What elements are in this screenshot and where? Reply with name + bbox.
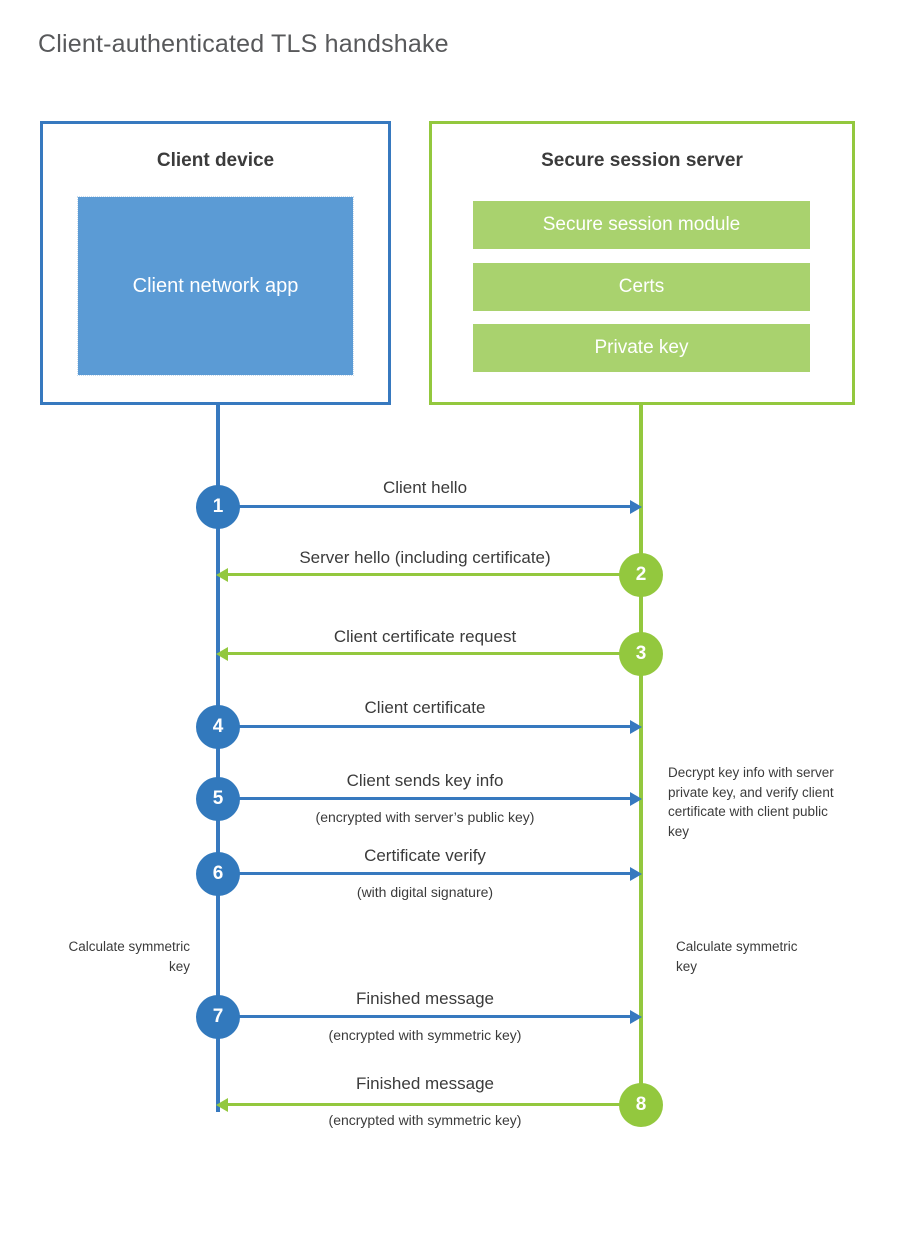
server-module-private-key: Private key	[473, 324, 810, 372]
client-device-title: Client device	[156, 150, 275, 171]
message-sublabel-step-8: (encrypted with symmetric key)	[328, 1112, 522, 1128]
arrow-head-step-8	[216, 1098, 228, 1112]
message-sublabel-step-6: (with digital signature)	[356, 884, 494, 900]
arrow-line-step-2	[222, 573, 642, 576]
message-label-step-1: Client hello	[382, 478, 468, 497]
message-label-step-4: Client certificate	[364, 698, 486, 717]
arrow-head-step-5	[630, 792, 642, 806]
server-lifeline	[639, 404, 643, 1106]
arrow-head-step-4	[630, 720, 642, 734]
arrow-head-step-2	[216, 568, 228, 582]
arrow-line-step-8	[222, 1103, 642, 1106]
step-circle-4[interactable]: 4	[196, 705, 240, 749]
server-module-secure-session-module: Secure session module	[473, 201, 810, 249]
message-sublabel-step-7: (encrypted with symmetric key)	[328, 1027, 522, 1043]
arrow-line-step-6	[218, 872, 632, 875]
secure-session-server-title: Secure session server	[541, 150, 743, 171]
client-calculate-symmetric-key-note: Calculate symmetric key	[68, 939, 190, 974]
client-lifeline	[216, 404, 220, 1112]
step-circle-5[interactable]: 5	[196, 777, 240, 821]
step-circle-1[interactable]: 1	[196, 485, 240, 529]
message-label-step-6: Certificate verify	[364, 846, 486, 865]
arrow-head-step-1	[630, 500, 642, 514]
message-label-step-3: Client certificate request	[333, 627, 517, 646]
client-device-box: Client device Client network app	[40, 121, 391, 405]
arrow-head-step-6	[630, 867, 642, 881]
client-network-app-block: Client network app	[77, 196, 354, 376]
arrow-line-step-3	[222, 652, 642, 655]
arrow-line-step-1	[218, 505, 632, 508]
server-module-certs: Certs	[473, 263, 810, 311]
arrow-line-step-4	[218, 725, 632, 728]
message-label-step-7: Finished message	[356, 989, 494, 1008]
arrow-head-step-7	[630, 1010, 642, 1024]
server-decrypt-note: Decrypt key info with server private key…	[668, 765, 834, 839]
step-circle-6[interactable]: 6	[196, 852, 240, 896]
page-title: Client-authenticated TLS handshake	[38, 30, 449, 58]
arrow-head-step-3	[216, 647, 228, 661]
arrow-line-step-5	[218, 797, 632, 800]
message-sublabel-step-5: (encrypted with server’s public key)	[315, 809, 535, 825]
step-circle-8[interactable]: 8	[619, 1083, 663, 1127]
message-label-step-2: Server hello (including certificate)	[299, 548, 551, 567]
secure-session-server-box: Secure session server Secure session mod…	[429, 121, 855, 405]
server-calculate-symmetric-key-note: Calculate symmetric key	[676, 939, 798, 974]
message-label-step-8: Finished message	[356, 1074, 494, 1093]
step-circle-2[interactable]: 2	[619, 553, 663, 597]
message-label-step-5: Client sends key info	[346, 771, 504, 790]
step-circle-3[interactable]: 3	[619, 632, 663, 676]
step-circle-7[interactable]: 7	[196, 995, 240, 1039]
arrow-line-step-7	[218, 1015, 632, 1018]
